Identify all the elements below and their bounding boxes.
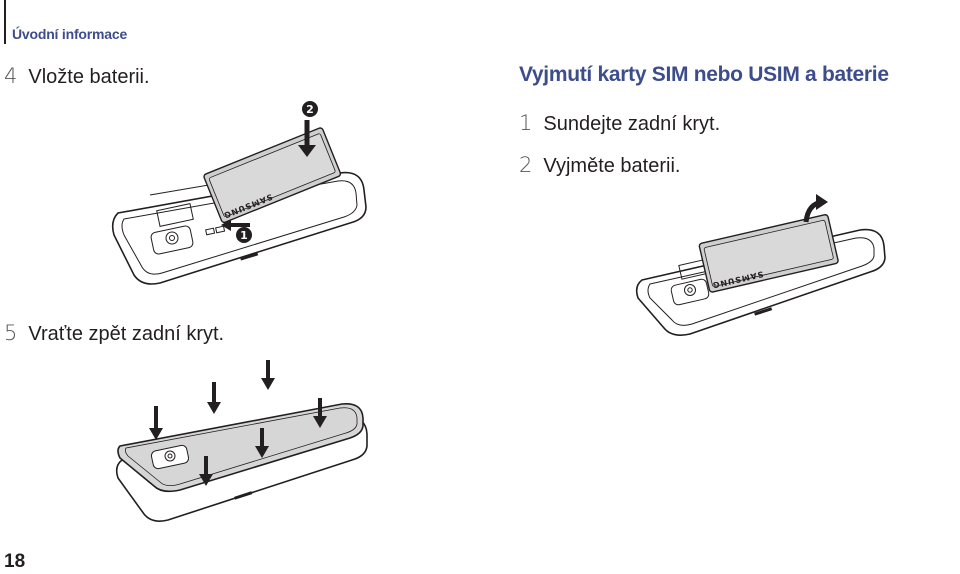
step-badge-1: 1 bbox=[236, 227, 252, 243]
step-4: 4 Vložte baterii. bbox=[4, 64, 150, 89]
remove-step-1: 1 Sundejte zadní kryt. bbox=[519, 111, 720, 136]
remove-battery-illustration: SAMSUNG bbox=[635, 194, 886, 336]
side-key bbox=[234, 491, 253, 500]
page-number: 18 bbox=[4, 551, 26, 572]
step-number: 2 bbox=[519, 153, 533, 177]
step-5: 5 Vraťte zpět zadní kryt. bbox=[4, 321, 224, 346]
step-badge-2: 2 bbox=[302, 101, 318, 117]
side-key bbox=[754, 307, 773, 316]
arrow-down-icon bbox=[207, 382, 221, 414]
battery: SAMSUNG bbox=[698, 214, 839, 293]
step-text: Vyjměte baterii. bbox=[543, 155, 681, 177]
camera-module bbox=[150, 225, 226, 255]
svg-text:1: 1 bbox=[240, 229, 248, 242]
lift-arrow-icon bbox=[803, 194, 828, 223]
step-number: 5 bbox=[4, 321, 18, 345]
step-text: Sundejte zadní kryt. bbox=[543, 113, 721, 135]
arrow-down-icon bbox=[298, 120, 316, 157]
arrow-down-icon bbox=[149, 406, 163, 440]
arrow-down-icon bbox=[261, 360, 275, 390]
back-cover bbox=[117, 402, 364, 493]
section-heading: Vyjmutí karty SIM nebo USIM a baterie bbox=[519, 63, 889, 86]
arrow-down-icon bbox=[199, 456, 213, 486]
remove-step-2: 2 Vyjměte baterii. bbox=[519, 153, 680, 178]
side-key bbox=[240, 252, 259, 261]
sim-slot bbox=[156, 203, 194, 227]
press-arrows bbox=[149, 360, 327, 486]
step-number: 4 bbox=[4, 64, 18, 88]
arrow-left-icon bbox=[221, 219, 250, 231]
camera-module bbox=[150, 444, 190, 470]
arrow-down-icon bbox=[313, 398, 327, 428]
section-label: Úvodní informace bbox=[12, 26, 128, 42]
svg-text:2: 2 bbox=[306, 103, 314, 116]
insert-battery-illustration: SAMSUNG 2 1 bbox=[111, 101, 367, 285]
step-text: Vložte baterii. bbox=[28, 66, 150, 88]
header-rule bbox=[4, 0, 6, 44]
arrow-down-icon bbox=[255, 428, 269, 458]
step-text: Vraťte zpět zadní kryt. bbox=[28, 323, 225, 345]
replace-cover-illustration bbox=[115, 360, 368, 522]
step-number: 1 bbox=[519, 111, 533, 135]
